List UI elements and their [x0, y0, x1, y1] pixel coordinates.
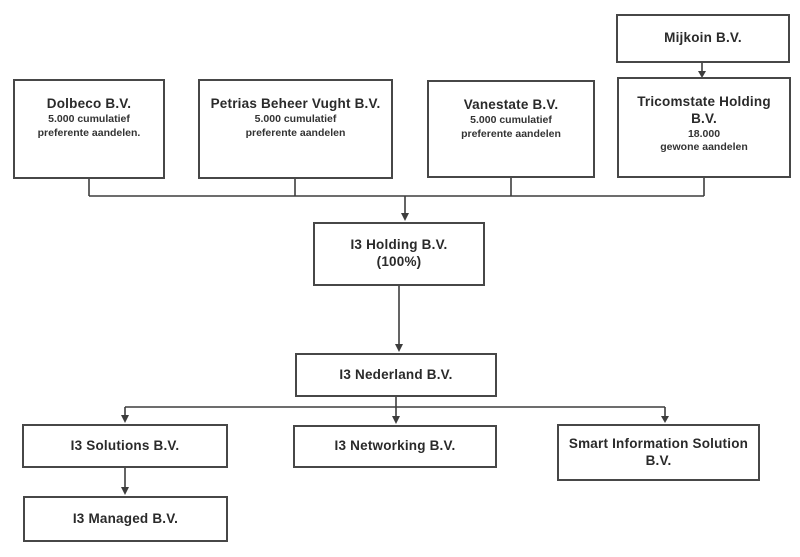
node-shares-count: 5.000 cumulatief: [470, 113, 552, 126]
node-shares-count: 5.000 cumulatief: [254, 112, 337, 125]
org-node-smart-information: Smart Information Solution B.V.: [557, 424, 760, 481]
edge-row2-to-i3-holding: [88, 178, 705, 221]
edge-i3-nederland-to-subsidiaries: [121, 397, 669, 424]
node-title: I3 Holding B.V.: [350, 237, 448, 253]
org-node-i3-holding: I3 Holding B.V. (100%): [313, 222, 485, 286]
node-shares-type: preferente aandelen: [461, 127, 561, 140]
edge-i3-holding-i3-nederland: [395, 286, 403, 352]
edge-i3-solutions-i3-managed: [121, 468, 129, 495]
node-ownership-percent: (100%): [376, 254, 422, 269]
org-node-i3-solutions: I3 Solutions B.V.: [22, 424, 228, 468]
node-title: Vanestate B.V.: [463, 97, 559, 112]
node-title: I3 Managed B.V.: [72, 510, 179, 526]
node-shares-count: 18.000: [687, 127, 721, 140]
node-shares-count: 5.000 cumulatief: [48, 112, 130, 125]
node-title: Dolbeco B.V.: [46, 96, 132, 111]
node-title: Petrias Beheer Vught B.V.: [210, 96, 381, 111]
org-node-i3-networking: I3 Networking B.V.: [293, 425, 497, 468]
org-node-mijkoin: Mijkoin B.V.: [616, 14, 790, 63]
org-node-petrias: Petrias Beheer Vught B.V. 5.000 cumulati…: [198, 79, 393, 179]
edge-mijkoin-tricomstate: [698, 63, 706, 78]
node-title: Tricomstate Holding B.V.: [637, 94, 771, 126]
org-node-i3-nederland: I3 Nederland B.V.: [295, 353, 497, 397]
org-node-tricomstate: Tricomstate Holding B.V. 18.000 gewone a…: [617, 77, 791, 178]
node-title: Smart Information Solution B.V.: [568, 435, 749, 468]
node-title: I3 Networking B.V.: [334, 438, 456, 454]
node-title: I3 Solutions B.V.: [70, 437, 180, 453]
org-node-vanestate: Vanestate B.V. 5.000 cumulatief preferen…: [427, 80, 595, 178]
org-node-i3-managed: I3 Managed B.V.: [23, 496, 228, 542]
node-shares-type: preferente aandelen: [245, 126, 346, 139]
org-node-dolbeco: Dolbeco B.V. 5.000 cumulatief preferente…: [13, 79, 165, 179]
node-shares-type: gewone aandelen: [660, 141, 748, 154]
node-title: Mijkoin B.V.: [664, 30, 742, 46]
node-title: I3 Nederland B.V.: [339, 366, 453, 382]
node-shares-type: preferente aandelen.: [37, 126, 141, 139]
